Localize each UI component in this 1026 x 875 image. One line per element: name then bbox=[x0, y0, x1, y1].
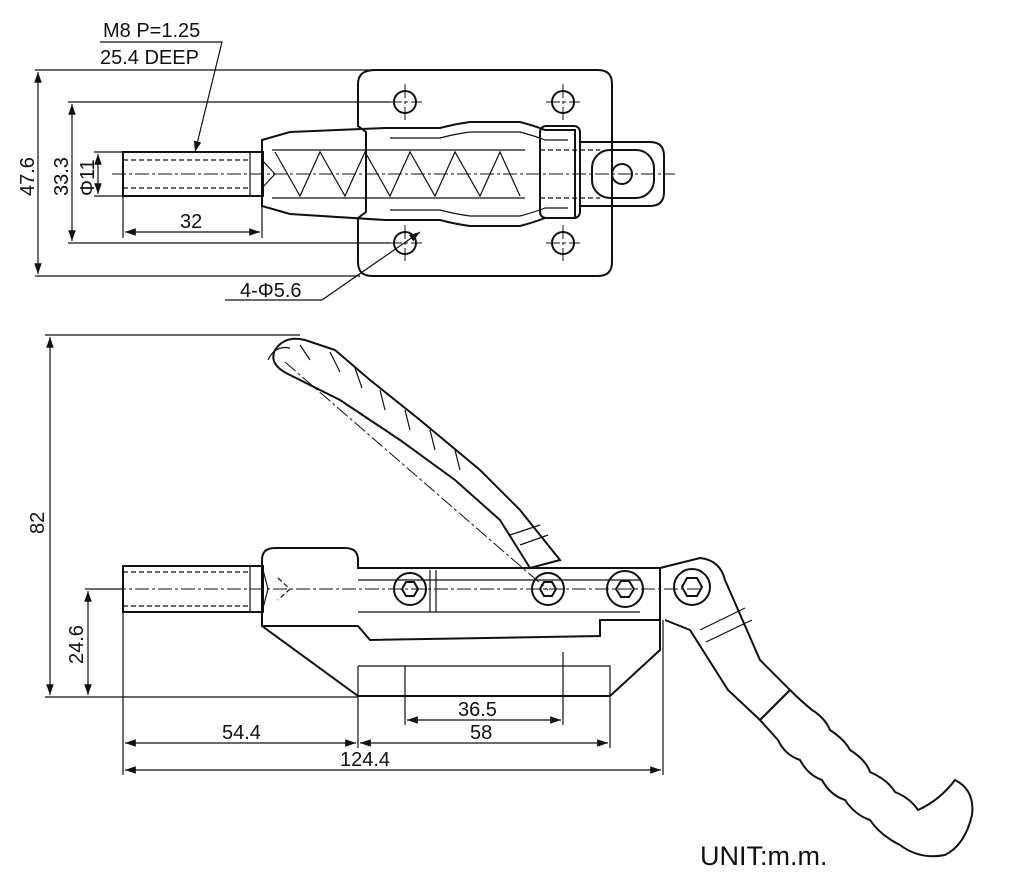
link-plate bbox=[539, 125, 581, 219]
dim-124-4-label: 124.4 bbox=[340, 749, 390, 771]
dim-58-label: 58 bbox=[470, 722, 492, 744]
dim-36-5-label: 36.5 bbox=[458, 699, 497, 721]
pivot-bolts bbox=[393, 568, 711, 608]
base-plate bbox=[357, 69, 613, 277]
rod-height-label: 24.6 bbox=[66, 625, 88, 664]
top-view: M8 P=1.25 25.4 DEEP 47.6 33.3 Φ11 32 4-Φ… bbox=[17, 20, 675, 302]
top-dimensions bbox=[34, 41, 421, 301]
total-height-label: 82 bbox=[27, 512, 49, 534]
holes-label: 4-Φ5.6 bbox=[240, 280, 302, 302]
thread-depth-label: 25.4 DEEP bbox=[100, 47, 199, 69]
rod-diameter-label: Φ11 bbox=[77, 159, 99, 196]
side-view: 82 24.6 36.5 58 54.4 124.4 bbox=[27, 334, 974, 858]
handle-grip bbox=[758, 688, 974, 858]
side-dimensions bbox=[45, 334, 664, 775]
mounting-holes bbox=[388, 84, 580, 261]
thread-spec-label: M8 P=1.25 bbox=[103, 20, 200, 42]
raised-handle bbox=[272, 337, 562, 570]
unit-label: UNIT:m.m. bbox=[700, 841, 828, 871]
rod-length-label: 32 bbox=[180, 211, 202, 233]
height-holes-label: 33.3 bbox=[51, 157, 73, 196]
dim-54-4-label: 54.4 bbox=[222, 722, 261, 744]
height-outer-label: 47.6 bbox=[17, 157, 39, 196]
body bbox=[261, 547, 661, 642]
lowered-handle bbox=[659, 556, 792, 722]
